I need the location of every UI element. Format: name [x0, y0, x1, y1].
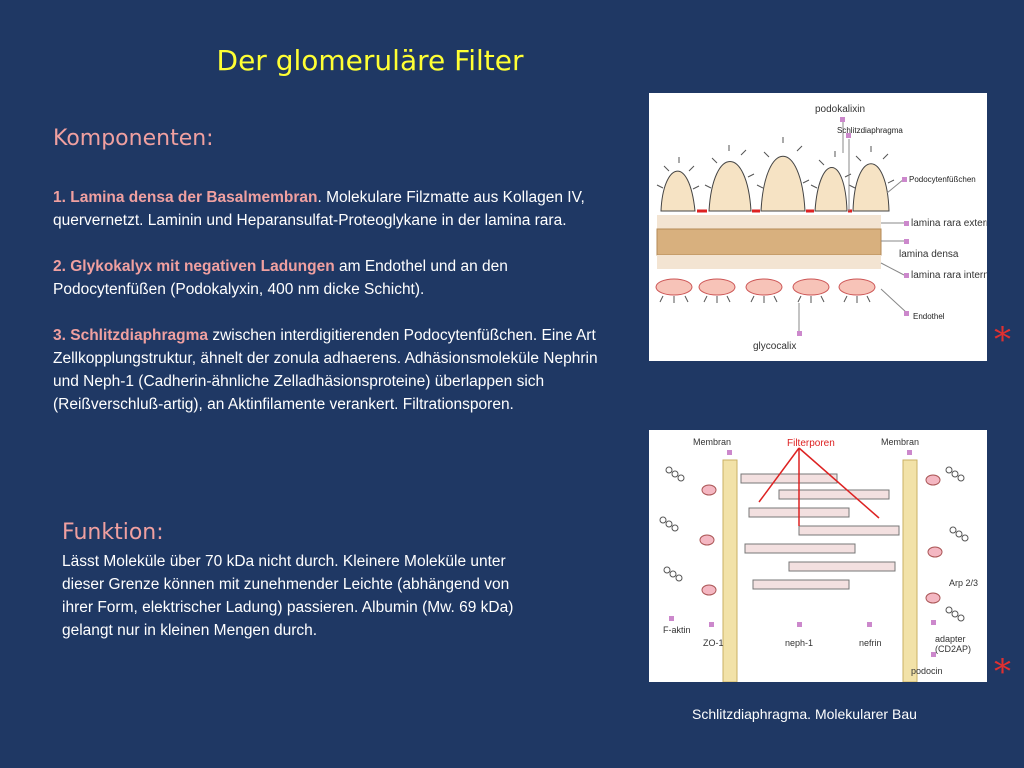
component-item-1: 1. Lamina densa der Basalmembran. Moleku… [53, 186, 613, 232]
component-item-1-text: . Molekulare Filzmatte aus Kollagen IV, … [53, 189, 585, 229]
component-item-3-text: zwischen interdigitierenden Podocytenfüß… [53, 327, 598, 413]
nephrin-strands [740, 473, 900, 590]
label-arp: Arp 2/3 [949, 578, 978, 588]
label-membran-left: Membran [693, 437, 731, 447]
label-filterporen: Filterporen [787, 438, 835, 449]
slide-title: Der glomeruläre Filter [216, 44, 524, 77]
filtration-barrier-figure: podokalixin Schlitzdiaphragma Podocytenf… [649, 93, 998, 361]
components-text: 1. Lamina densa der Basalmembran. Moleku… [53, 186, 613, 439]
function-heading: Funktion: [62, 520, 164, 545]
label-adapter: adapter [935, 634, 966, 644]
label-podocin: podocin [911, 666, 943, 676]
label-neph1: neph-1 [785, 638, 813, 648]
label-podocytenfuesschen: Podocytenfüßchen [909, 175, 976, 184]
adapter-proteins [699, 474, 943, 604]
label-nefrin: nefrin [859, 638, 882, 648]
membrane-right [902, 459, 918, 683]
lamina-rara-externa-band [657, 215, 881, 229]
figure-caption: Schlitzdiaphragma. Molekularer Bau [692, 706, 917, 722]
actin-beads [659, 466, 969, 622]
label-cd2ap: (CD2AP) [935, 644, 971, 654]
label-lamina-densa: lamina densa [899, 249, 959, 260]
label-endothel: Endothel [913, 312, 945, 321]
lamina-rara-interna-band [657, 255, 881, 269]
component-item-2-text: am Endothel und an den Podocytenfüßen (P… [53, 258, 508, 298]
star-marker-2: * [994, 652, 1011, 692]
figure2-pointer-marks [669, 450, 936, 657]
component-item-3: 3. Schlitzdiaphragma zwischen interdigit… [53, 324, 613, 416]
star-marker-1: * [994, 320, 1011, 360]
membrane-left [722, 459, 738, 683]
component-item-3-lead: 3. Schlitzdiaphragma [53, 327, 209, 344]
filtration-barrier-diagram: podokalixin Schlitzdiaphragma Podocytenf… [655, 104, 998, 352]
label-schlitzdiaphragma: Schlitzdiaphragma [837, 126, 903, 135]
component-item-1-lead: 1. Lamina densa der Basalmembran [53, 189, 318, 206]
label-lamina-rara-interna: lamina rara interna [911, 270, 987, 281]
label-f-aktin: F-aktin [663, 625, 691, 635]
component-item-2-lead: 2. Glykokalyx mit negativen Ladungen [53, 258, 335, 275]
figure1-pointers [798, 117, 908, 333]
slit-diaphragm-figure: Membran Filterporen Membran Arp 2/3 F-ak… [649, 430, 987, 683]
function-text: Lässt Moleküle über 70 kDa nicht durch. … [62, 553, 514, 639]
label-zo1: ZO-1 [703, 638, 724, 648]
endothel-cells [655, 278, 876, 296]
podocyte-feet [660, 155, 890, 212]
components-heading: Komponenten: [53, 126, 214, 151]
endothel-glycocalyx [659, 295, 871, 303]
lamina-densa-band [656, 228, 882, 256]
component-item-2: 2. Glykokalyx mit negativen Ladungen am … [53, 255, 613, 301]
podocyte-glycocalyx [656, 137, 895, 190]
label-lamina-rara-externa: lamina rara externa [911, 218, 987, 229]
label-membran-right: Membran [881, 437, 919, 447]
label-glycocalix: glycocalix [753, 341, 796, 352]
figure1-pointer-marks [797, 117, 909, 336]
slit-diaphragm-diagram: Membran Filterporen Membran Arp 2/3 F-ak… [659, 437, 978, 683]
label-podokalixin: podokalixin [815, 104, 865, 115]
filterporen-arrows [758, 447, 880, 526]
